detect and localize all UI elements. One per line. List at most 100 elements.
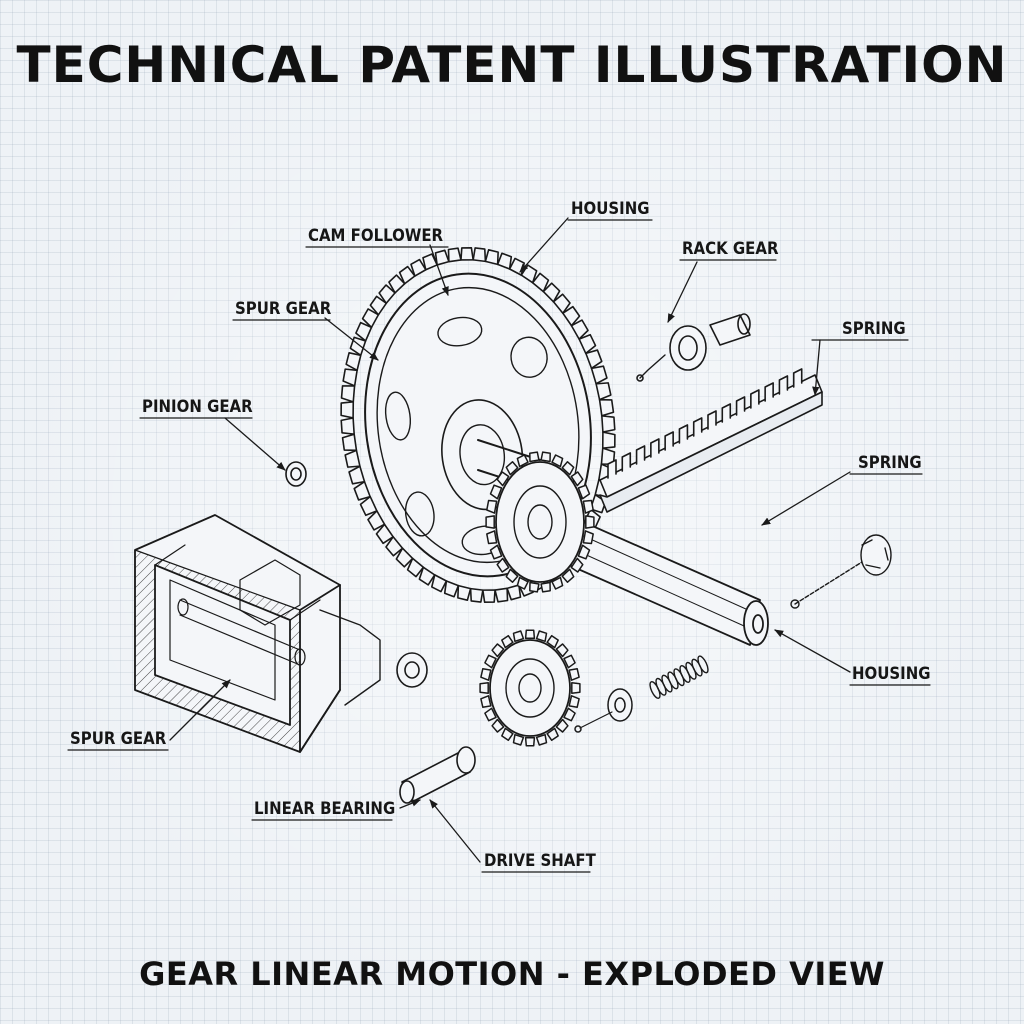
label-linear-bearing: LINEAR BEARING — [254, 799, 396, 819]
gear-tooth — [505, 461, 519, 476]
gear-tooth — [529, 451, 540, 463]
gear-tooth — [540, 581, 551, 593]
spring-coil-turn — [667, 671, 679, 690]
label-underlines — [67, 219, 931, 873]
gear-tooth — [345, 352, 362, 372]
spring-coil-turn — [691, 658, 703, 677]
lower-spur-gear — [479, 629, 581, 747]
gear-tooth — [501, 634, 514, 649]
gear-tooth — [430, 574, 448, 593]
gear-tooth — [563, 707, 576, 722]
gear-tooth — [418, 566, 436, 586]
spring-coil-turn — [655, 677, 667, 696]
gear-tooth — [469, 587, 484, 603]
leader-lines — [169, 217, 851, 863]
gear-tooth — [570, 319, 589, 340]
page-subtitle: GEAR LINEAR MOTION - EXPLODED VIEW — [139, 955, 885, 993]
gear-tooth — [555, 718, 569, 733]
housing-block — [134, 514, 381, 753]
gear-tooth — [447, 247, 462, 263]
gear-tooth — [385, 535, 404, 557]
gear-tooth — [496, 557, 510, 573]
gear-tooth — [460, 246, 474, 261]
gear-tooth — [359, 495, 378, 517]
label-rack-gear: RACK GEAR — [682, 239, 779, 259]
gear-tooth — [406, 557, 425, 578]
gear-tooth — [348, 465, 366, 485]
label-pinion-gear: PINION GEAR — [142, 397, 253, 417]
gear-tooth — [546, 634, 559, 649]
gear-tooth — [512, 630, 525, 643]
gear-tooth — [568, 668, 580, 681]
gear-tooth — [369, 295, 388, 316]
gear-tooth — [551, 454, 564, 468]
gear-tooth — [443, 580, 460, 598]
gear-tooth — [601, 415, 616, 433]
gear-tooth — [340, 417, 355, 435]
rack-tooth — [721, 403, 732, 423]
gear-tooth — [570, 471, 584, 487]
pin — [399, 746, 476, 804]
gear-tooth — [571, 682, 581, 694]
rack-tooth — [764, 382, 774, 402]
gear-tooth — [529, 581, 540, 593]
gear-tooth — [577, 484, 591, 500]
gear-tooth — [540, 451, 551, 463]
page-title: TECHNICAL PATENT ILLUSTRATION — [16, 36, 1008, 94]
spring-coil-turn — [673, 668, 685, 687]
rack-tooth — [735, 396, 746, 416]
label-spring-lower: SPRING — [858, 453, 922, 473]
gear-tooth — [524, 736, 536, 747]
gear-tooth — [601, 431, 616, 449]
gear-tooth — [494, 587, 509, 603]
gear-tooth — [398, 265, 416, 285]
gear-tooth — [535, 630, 548, 643]
rack-tooth — [792, 368, 803, 388]
gear-tooth — [489, 484, 503, 500]
spring-coil-turn — [679, 665, 691, 683]
gear-tooth — [378, 284, 396, 305]
gear-tooth — [341, 433, 358, 452]
rack-tooth — [692, 417, 703, 437]
gear-tooth — [535, 733, 548, 746]
gear-tooth — [561, 568, 575, 583]
rack-tooth — [678, 424, 689, 444]
gear-tooth — [457, 584, 472, 601]
gear-tooth — [590, 365, 608, 385]
spring-coil-turn — [697, 655, 709, 674]
gear-tooth — [582, 530, 594, 545]
gear-tooth — [480, 668, 492, 681]
rack-tooth — [635, 445, 646, 465]
rack-tooth — [664, 431, 674, 451]
bearing-assembly — [636, 313, 751, 382]
gear-tooth — [491, 718, 505, 733]
rack-tooth — [650, 438, 660, 458]
gear-tooth — [585, 515, 595, 529]
gear-tooth — [516, 454, 529, 468]
rack-tooth — [607, 459, 617, 479]
spring-coil-turn — [649, 681, 661, 699]
gear-tooth — [562, 305, 581, 327]
gear-tooth — [340, 385, 356, 403]
spring-coil-turn — [685, 661, 697, 680]
gear-tooth — [506, 584, 522, 601]
gear-tooth — [486, 530, 498, 545]
label-housing-right: HOUSING — [852, 664, 931, 684]
spring-part-right — [790, 534, 892, 609]
rack-gear — [599, 368, 823, 513]
gear-tooth — [489, 544, 503, 560]
gear-tooth — [524, 629, 536, 640]
gear-tooth — [570, 557, 584, 573]
gear-tooth — [342, 368, 358, 387]
gear-tooth — [496, 471, 510, 487]
gear-tooth — [485, 515, 495, 529]
gear-tooth — [512, 733, 525, 746]
gear-tooth — [484, 707, 497, 722]
gear-tooth — [375, 523, 394, 545]
gear-tooth — [344, 449, 361, 468]
gear-tooth — [551, 576, 564, 590]
gear-tooth — [480, 695, 492, 708]
rack-tooth — [707, 410, 717, 430]
gear-tooth — [422, 253, 438, 271]
